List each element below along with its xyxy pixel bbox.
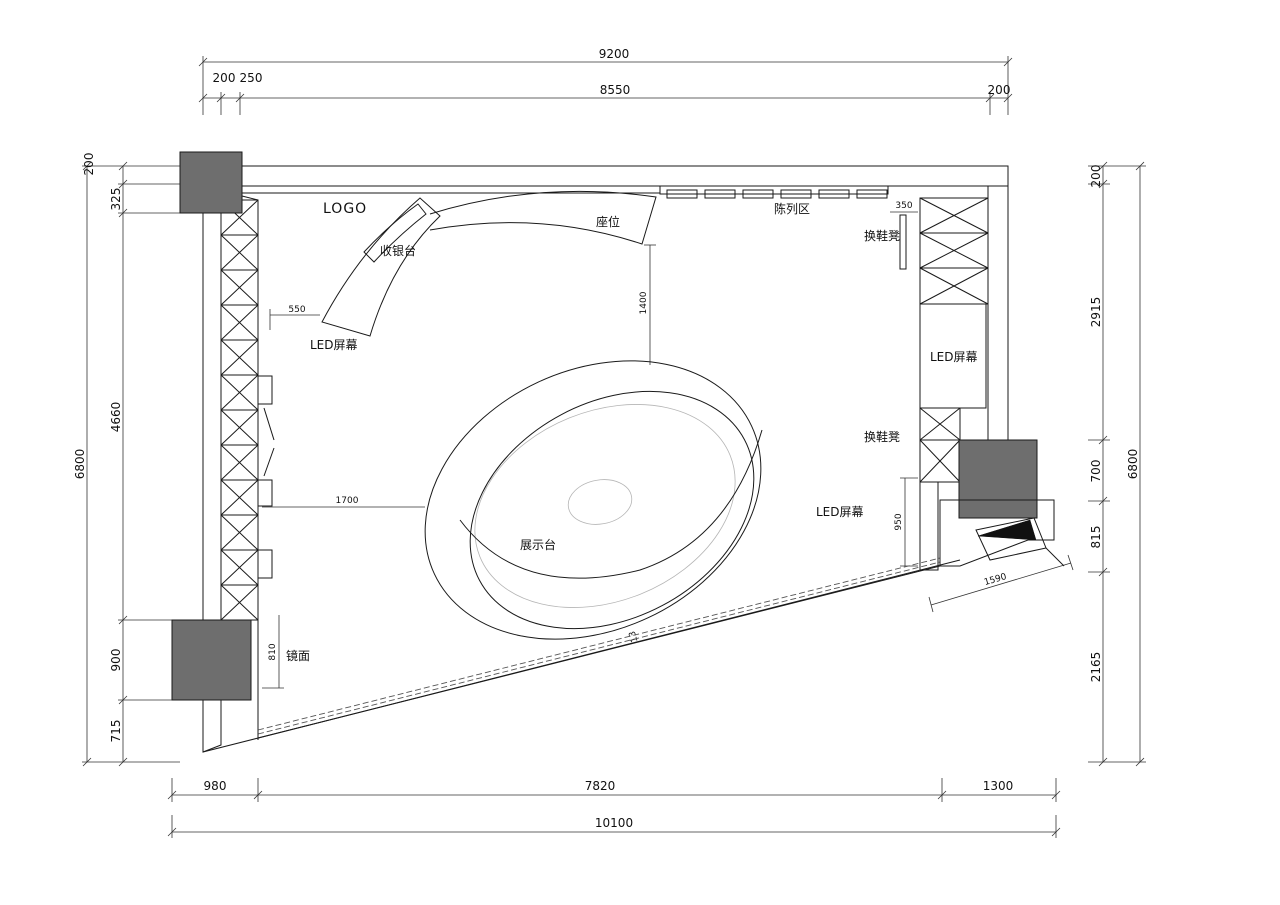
dim-inner-1400: 1400: [639, 291, 649, 314]
dim-left-c: 4660: [109, 402, 123, 433]
dim-top-mid: 8550: [600, 83, 631, 97]
mirror-label: 镜面: [286, 648, 310, 663]
dim-left-d: 900: [109, 649, 123, 672]
dim-bottom-a: 980: [204, 779, 227, 793]
dimension-lines: [82, 56, 1146, 838]
left-wall-fixtures: [257, 375, 275, 579]
dim-inner-350: 350: [895, 201, 912, 211]
dim-bottom-c: 1300: [983, 779, 1014, 793]
projector-icon: [977, 519, 1037, 541]
pillar-top-left: [179, 151, 243, 214]
dim-inner-1700: 1700: [336, 496, 359, 506]
dim-left-b: 325: [109, 188, 123, 211]
seat-label: 座位: [596, 214, 620, 229]
display-area-label: 陈列区: [774, 201, 810, 216]
dim-right-total: 6800: [1126, 449, 1140, 480]
room-labels: LOGO 收银台 座位 陈列区 换鞋凳 换鞋凳 LED屏幕 LED屏幕 LED屏…: [286, 201, 978, 663]
dim-right-e: 2165: [1089, 652, 1103, 683]
dim-top-b: 250: [240, 71, 263, 85]
top-display-cases: [659, 185, 889, 199]
dim-left-a: 200: [82, 153, 96, 176]
dimension-labels: 9200 200 250 8550 200 980 7820 1300 1010…: [73, 47, 1140, 830]
pillar-right: [958, 439, 1038, 519]
seat-band: [429, 190, 657, 245]
dim-top-c: 200: [988, 83, 1011, 97]
logo-label: LOGO: [323, 201, 367, 217]
led-screen-label-left: LED屏幕: [310, 338, 358, 352]
dim-bottom-total: 10100: [595, 816, 633, 830]
display-stand-label: 展示台: [520, 537, 556, 552]
dim-bottom-mid: 7820: [585, 779, 616, 793]
cashier-counter: [321, 197, 441, 337]
display-stand: [424, 360, 763, 640]
dim-inner-950: 950: [894, 513, 904, 530]
pillar-bottom-left: [171, 619, 252, 701]
walls: [202, 165, 1009, 753]
dim-inner-diag: 13: [628, 630, 641, 644]
dim-left-e: 715: [109, 720, 123, 743]
shoe-bench-label-top: 换鞋凳: [864, 228, 900, 243]
right-shelf-rack: [899, 197, 989, 571]
dim-right-a: 200: [1089, 165, 1103, 188]
led-screen-label-right-wall: LED屏幕: [930, 350, 978, 364]
dim-right-d: 815: [1089, 526, 1103, 549]
dim-inner-810: 810: [268, 643, 278, 660]
dim-inner-550: 550: [288, 305, 305, 315]
left-shelf-rack: [220, 199, 259, 621]
dim-top-a: 200: [213, 71, 236, 85]
dim-right-b: 2915: [1089, 297, 1103, 328]
cashier-label: 收银台: [380, 243, 416, 258]
dim-right-c: 700: [1089, 460, 1103, 483]
dim-left-total: 6800: [73, 449, 87, 480]
led-screen-label-right: LED屏幕: [816, 505, 864, 519]
right-angled-fixture: [939, 499, 1065, 567]
shoe-bench-label-mid: 换鞋凳: [864, 429, 900, 444]
dim-top-total: 9200: [599, 47, 630, 61]
